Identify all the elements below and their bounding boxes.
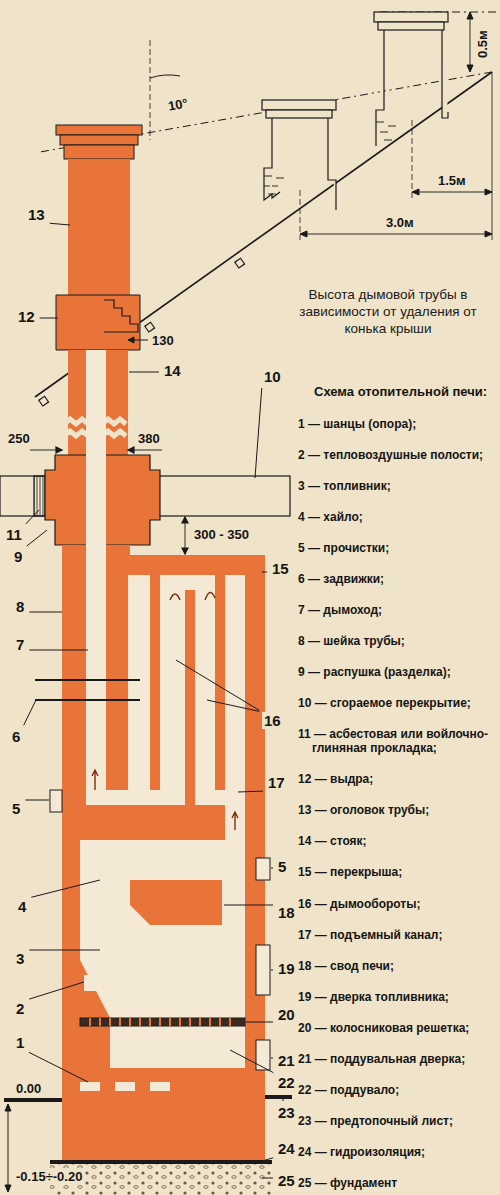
callout-number: 13 <box>26 206 47 223</box>
roof-scheme <box>35 12 496 406</box>
callout-number: 7 <box>14 636 26 653</box>
callout-number: 19 <box>276 960 297 977</box>
callout-number: 2 <box>14 1000 26 1017</box>
list-item: 10 — сгораемое перекрытие; <box>298 696 496 710</box>
callout-number: 23 <box>276 1104 297 1121</box>
ceiling <box>0 447 290 554</box>
list-item: 13 — оголовок трубы; <box>298 803 496 817</box>
leader-line <box>25 800 49 801</box>
leader-line <box>283 1099 284 1101</box>
callout-number: 5 <box>276 858 288 875</box>
list-item: 5 — прочистки; <box>298 541 496 555</box>
leader-line <box>40 318 58 319</box>
leader-line <box>271 1058 273 1059</box>
list-item: 20 — колосниковая решетка; <box>298 1021 496 1035</box>
list-item: 14 — стояк; <box>298 834 496 848</box>
list-item: 12 — выдра; <box>298 772 496 786</box>
leader-line <box>246 1022 273 1023</box>
leader-line <box>129 372 159 373</box>
list-item: 23 — предтопочный лист; <box>298 1114 496 1128</box>
dimension-label: 3.0м <box>384 214 416 231</box>
list-item: 1 — шанцы (опора); <box>298 417 496 431</box>
list-item: 17 — подъемный канал; <box>298 928 496 942</box>
leader-line <box>27 530 47 546</box>
leader-line <box>29 982 84 999</box>
list-item: 22 — поддувало; <box>298 1083 496 1097</box>
leader-line <box>271 970 273 971</box>
stove-body <box>35 350 270 1160</box>
callout-number: 5 <box>10 800 22 817</box>
leader-line <box>29 1052 88 1082</box>
leader-line <box>50 223 70 225</box>
callout-number: 15 <box>270 560 291 577</box>
list-item: 18 — свод печи; <box>298 959 496 973</box>
list-item: 24 — гидроизоляция; <box>298 1145 496 1159</box>
callout-number: 17 <box>266 774 287 791</box>
dimension-label: 250 <box>6 430 32 447</box>
list-heading: Схема отопительной печи: <box>314 384 496 400</box>
leader-line <box>255 388 262 478</box>
caption: Высота дымовой трубы в зависимости от уд… <box>284 286 492 337</box>
list-item: 2 — тепловоздушные полости; <box>298 448 496 462</box>
dimension-label: 380 <box>136 430 162 447</box>
callout-number: 24 <box>276 1140 297 1157</box>
dimension-label: 10° <box>165 94 191 115</box>
list-item: 25 — фундамент <box>298 1176 496 1190</box>
list-item: 15 — перекрыша; <box>298 865 496 879</box>
leader-line <box>29 950 100 951</box>
list-item: 9 — распушка (разделка); <box>298 665 496 679</box>
base <box>4 1097 292 1195</box>
list-item: 11 — асбестовая или войлочно-глиняная пр… <box>298 727 496 755</box>
leader-line <box>238 791 263 793</box>
dimension-label: 0.5м <box>474 28 491 60</box>
list-item: 7 — дымоход; <box>298 603 496 617</box>
callout-number: 14 <box>162 362 183 379</box>
leader-line <box>31 880 100 897</box>
leader-line <box>271 868 273 869</box>
list-item: 8 — шейка трубы; <box>298 634 496 648</box>
callout-number: 18 <box>276 904 297 921</box>
callout-number: 11 <box>4 526 24 543</box>
callout-number: 21 <box>276 1052 297 1069</box>
callout-number: 6 <box>10 728 22 745</box>
callout-number: 3 <box>14 950 26 967</box>
leader-line <box>24 700 36 725</box>
list-item: 19 — дверка топливника; <box>298 990 496 1004</box>
parts-list: Схема отопительной печи: 1 — шанцы (опора… <box>298 384 496 1190</box>
callout-number: 20 <box>276 1006 297 1023</box>
dimension-label: 1.5м <box>436 172 468 189</box>
callout-number: 1 <box>14 1034 26 1051</box>
leader-line <box>224 905 273 906</box>
leader-line <box>262 1158 273 1161</box>
list-item: 4 — хайло; <box>298 510 496 524</box>
leader-line <box>176 660 259 710</box>
leader-line <box>230 1050 273 1073</box>
dimension-label: 0.00 <box>14 1080 43 1097</box>
callout-number: 22 <box>276 1074 297 1091</box>
dimension-label: 300 - 350 <box>192 526 251 543</box>
list-item: 6 — задвижки; <box>298 572 496 586</box>
callout-number: 9 <box>12 548 24 565</box>
leader-line <box>29 612 62 613</box>
callout-number: 16 <box>262 712 283 729</box>
callout-number: 4 <box>16 898 28 915</box>
dimension-label: 130 <box>150 332 176 349</box>
callout-number: 10 <box>262 368 283 385</box>
dimension-label: -0.15÷-0.20 <box>14 1168 84 1185</box>
list-item: 21 — поддувальная дверка; <box>298 1052 496 1066</box>
list-item: 16 — дымообороты; <box>298 897 496 911</box>
callout-number: 8 <box>14 598 26 615</box>
leader-line <box>262 1178 273 1179</box>
leader-line <box>29 650 88 651</box>
leader-line <box>262 572 267 573</box>
leader-line <box>26 510 39 524</box>
list-item: 3 — топливник; <box>298 479 496 493</box>
callout-number: 25 <box>276 1172 297 1189</box>
callout-number: 12 <box>16 308 37 325</box>
